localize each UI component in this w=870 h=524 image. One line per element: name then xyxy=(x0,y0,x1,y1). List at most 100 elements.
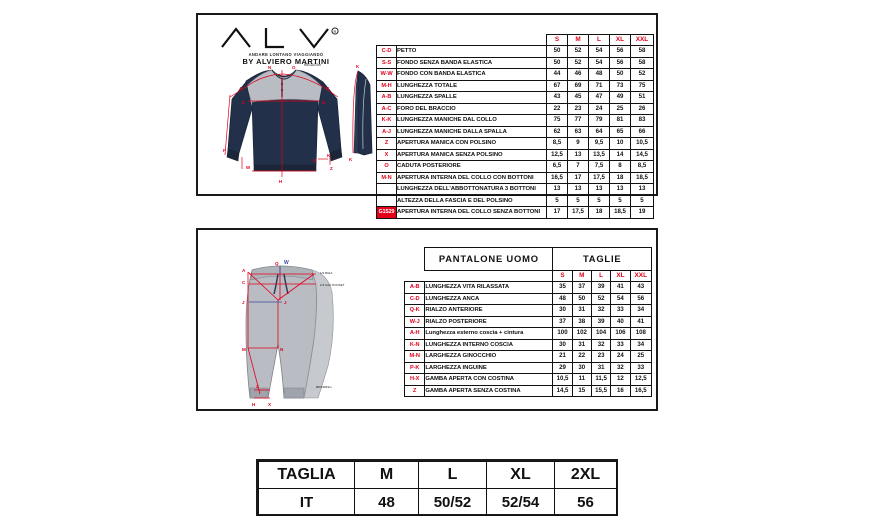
jogger-pants-diagram: A C Q J J M N Z H X W 1/3 RIGA 1/4 CAC P… xyxy=(242,260,345,407)
svg-text:D: D xyxy=(322,100,325,105)
row-code: A-J xyxy=(376,125,397,138)
svg-text:K: K xyxy=(356,64,360,69)
row-value: 66 xyxy=(630,125,654,138)
row-code: Z xyxy=(376,137,397,150)
row-value: 11,5 xyxy=(590,373,612,386)
row-value: 45 xyxy=(567,91,589,104)
row-value: 25 xyxy=(609,102,631,115)
row-value: 26 xyxy=(630,102,654,115)
row-description: GAMBA APERTA CON COSTINA xyxy=(424,373,554,386)
sweatshirt-size-panel: R ANDARE LONTANO VIAGGIANDO BY ALVIERO M… xyxy=(196,13,658,219)
row-value: 58 xyxy=(630,45,654,58)
row-description: APERTURA MANICA CON POLSINO xyxy=(396,137,547,150)
row-value: 108 xyxy=(629,327,653,340)
row-value: 37 xyxy=(552,315,573,328)
row-code: Z xyxy=(403,384,426,397)
brand-byline: BY ALVIERO MARTINI xyxy=(242,57,330,66)
row-description: LUNGHEZZA INTERNO COSCIA xyxy=(424,338,554,351)
row-value: 15,5 xyxy=(590,384,612,397)
spacer-cell xyxy=(405,248,425,271)
row-value: 39 xyxy=(590,281,612,294)
row-code: G1S29 xyxy=(376,206,397,219)
row-value: 106 xyxy=(610,327,631,340)
row-value: 56 xyxy=(629,292,653,305)
svg-text:A: A xyxy=(239,86,243,91)
conversion-value: 50/52 xyxy=(418,488,487,516)
svg-text:M: M xyxy=(242,347,246,352)
svg-text:W: W xyxy=(284,260,289,266)
row-value: 17 xyxy=(567,171,589,184)
svg-text:R: R xyxy=(334,29,337,34)
row-value: 34 xyxy=(629,304,653,317)
svg-text:G: G xyxy=(313,158,317,163)
spacer-cell xyxy=(377,35,397,46)
brand-tagline: ANDARE LONTANO VIAGGIANDO xyxy=(248,52,324,57)
row-code: A-B xyxy=(376,91,397,104)
svg-text:K: K xyxy=(327,153,331,158)
row-value: 65 xyxy=(609,125,631,138)
svg-text:J: J xyxy=(242,300,245,305)
row-value: 71 xyxy=(588,79,610,92)
row-code xyxy=(376,194,397,207)
row-value: 52 xyxy=(567,45,589,58)
row-value: 54 xyxy=(610,292,631,305)
row-code: C-D xyxy=(403,292,426,305)
row-description: APERTURA MANICA SENZA POLSINO xyxy=(396,148,547,161)
row-description: LUNGHEZZA ANCA xyxy=(424,292,554,305)
brand-logo: R ANDARE LONTANO VIAGGIANDO BY ALVIERO M… xyxy=(216,25,356,66)
row-description: CADUTA POSTERIORE xyxy=(396,160,547,173)
row-value: 10 xyxy=(609,137,631,150)
row-value: 31 xyxy=(590,361,612,374)
row-value: 50 xyxy=(546,56,568,69)
row-value: 14,5 xyxy=(630,148,654,161)
row-value: 32 xyxy=(590,338,612,351)
row-value: 33 xyxy=(629,361,653,374)
row-description: FONDO CON BANDA ELASTICA xyxy=(396,68,547,81)
row-description: RIALZO ANTERIORE xyxy=(424,304,554,317)
conversion-row-label: TAGLIA xyxy=(258,461,355,489)
svg-text:Z: Z xyxy=(330,166,333,171)
row-value: 14 xyxy=(609,148,631,161)
row-value: 81 xyxy=(609,114,631,127)
row-value: 14,5 xyxy=(552,384,573,397)
pants-size-header-m: M xyxy=(571,270,592,282)
row-value: 40 xyxy=(610,315,631,328)
row-value: 62 xyxy=(546,125,568,138)
conversion-value: 2XL xyxy=(554,461,617,489)
conversion-row-label: IT xyxy=(258,488,355,516)
row-value: 7 xyxy=(567,160,589,173)
svg-text:K: K xyxy=(349,157,353,162)
conversion-value: 56 xyxy=(554,488,617,516)
row-value: 30 xyxy=(552,304,573,317)
row-value: 32 xyxy=(610,361,631,374)
row-value: 24 xyxy=(588,102,610,115)
row-value: 13 xyxy=(609,183,631,196)
row-code: O xyxy=(376,160,397,173)
row-value: 17,5 xyxy=(588,171,610,184)
sweatshirt-front-and-side-diagram: N O A B C D F W H G K Z R8/11#2Gm K K xyxy=(223,63,373,184)
conversion-value: 52/54 xyxy=(486,488,555,516)
table-header-row: S M L XL XXL xyxy=(377,34,654,46)
row-value: 16,5 xyxy=(546,171,568,184)
row-value: 22 xyxy=(571,350,592,363)
row-value: 35 xyxy=(552,281,573,294)
size-header-xxl: XXL xyxy=(630,34,654,46)
row-description: LUNGHEZZA SPALLE xyxy=(396,91,547,104)
row-value: 6,5 xyxy=(546,160,568,173)
svg-text:W: W xyxy=(246,165,251,170)
svg-text:N: N xyxy=(280,347,284,352)
row-value: 52 xyxy=(630,68,654,81)
svg-text:C: C xyxy=(242,100,246,105)
row-value: 48 xyxy=(552,292,573,305)
row-value: 13 xyxy=(546,183,568,196)
svg-text:H: H xyxy=(279,179,282,184)
